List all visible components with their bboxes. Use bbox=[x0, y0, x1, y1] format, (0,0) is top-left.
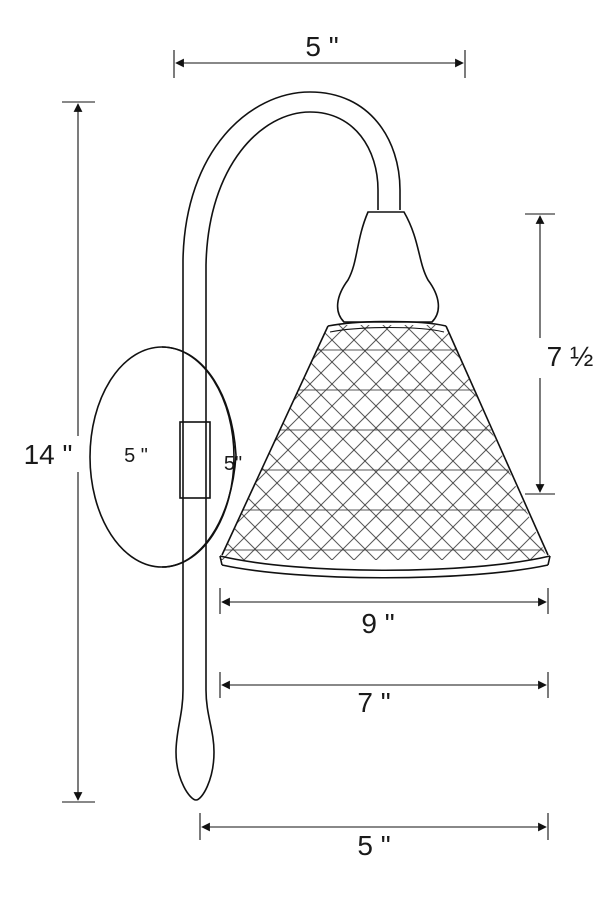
dim-shade-height-label: 7 ½ bbox=[547, 341, 594, 372]
dim-extension-width: 5 " bbox=[199, 813, 549, 861]
socket-cup bbox=[336, 211, 440, 323]
dim-shade-inner-width-label: 7 " bbox=[357, 687, 390, 718]
dim-overall-height: 14 " bbox=[22, 101, 95, 803]
dim-top-width: 5 " bbox=[173, 28, 466, 78]
dim-backplate-depth-label: 5" bbox=[224, 453, 242, 475]
gooseneck-arm bbox=[175, 91, 401, 801]
dim-shade-height: 7 ½ bbox=[525, 213, 600, 495]
dim-top-width-label: 5 " bbox=[305, 31, 338, 62]
dim-shade-bottom-width-label: 9 " bbox=[361, 608, 394, 639]
dim-shade-bottom-width: 9 " bbox=[219, 588, 549, 640]
dim-extension-width-label: 5 " bbox=[357, 830, 390, 861]
backplate bbox=[89, 346, 237, 568]
dim-overall-height-label: 14 " bbox=[24, 439, 73, 470]
dim-backplate-width-label: 5 " bbox=[124, 445, 148, 467]
dim-shade-inner-width: 7 " bbox=[219, 672, 549, 718]
